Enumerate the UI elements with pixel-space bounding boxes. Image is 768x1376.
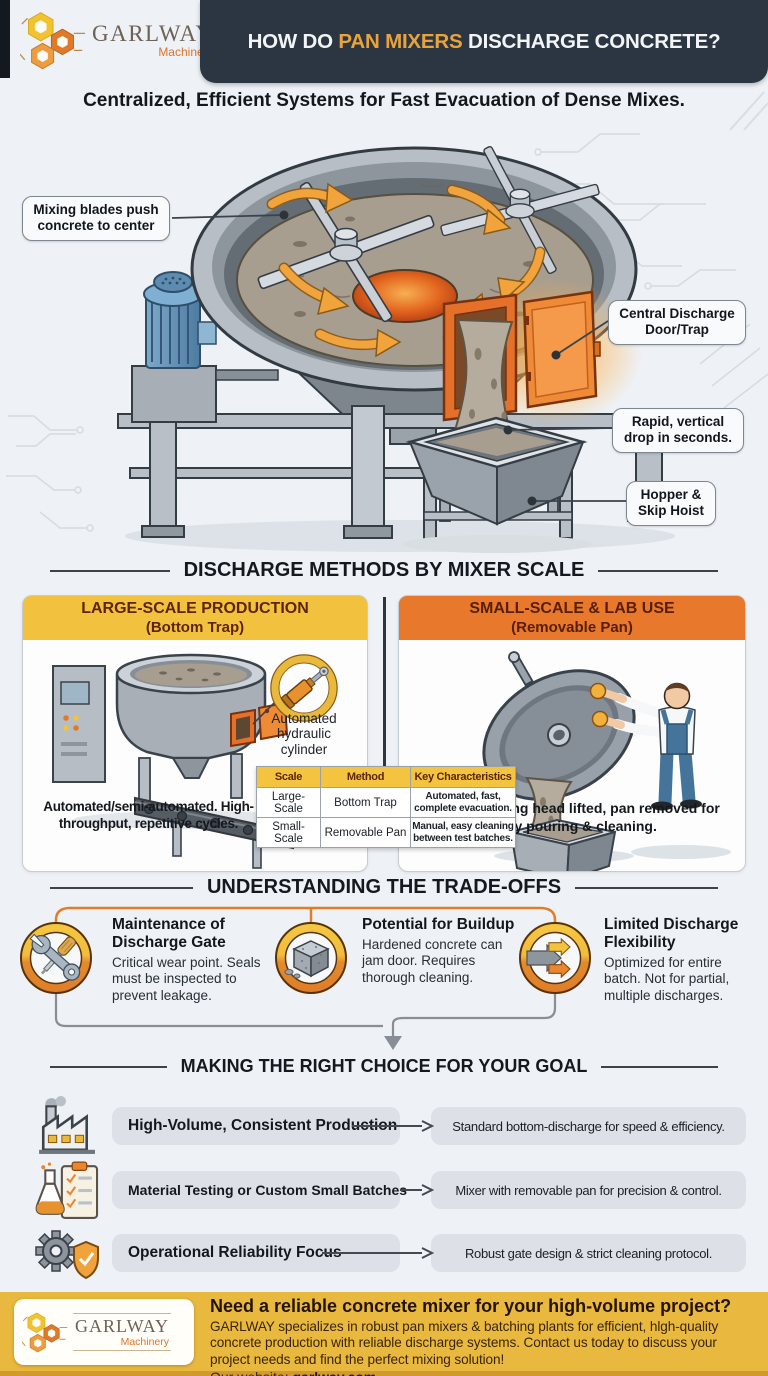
website-url: garlway.com	[292, 1369, 376, 1376]
right-arrow-icon	[352, 1120, 434, 1132]
sample-bucket	[509, 818, 617, 871]
choice-row-reliability: Operational Reliability Focus Robust gat…	[0, 1223, 768, 1283]
panel-small-scale: SMALL-SCALE & LAB USE (Removable Pan)	[398, 595, 746, 872]
footer-website-line: Our website: garlway.com	[210, 1369, 760, 1376]
right-arrow-icon	[322, 1247, 434, 1259]
footer-brand-name: GARLWAY	[75, 1316, 170, 1336]
title-pre: HOW DO	[247, 29, 339, 53]
table-header-characteristics: Key Characteristics	[410, 766, 516, 788]
section-title-choices: MAKING THE RIGHT CHOICE FOR YOUR GOAL	[0, 1056, 768, 1077]
panel-divider	[383, 597, 386, 769]
table-header-row: Scale Method Key Characteristics	[256, 766, 516, 788]
pan-mixer-diagram	[6, 133, 768, 553]
table-cell: Large-Scale	[256, 787, 321, 818]
down-arrow-icon	[384, 1036, 402, 1050]
choice-row-testing: Material Testing or Custom Small Batches…	[0, 1160, 768, 1220]
panel-small-scale-header: SMALL-SCALE & LAB USE (Removable Pan)	[399, 596, 745, 640]
mixing-blades-b	[440, 146, 600, 274]
title-highlight: PAN MIXERS	[338, 29, 463, 53]
footer-bottom-strip	[0, 1371, 768, 1376]
tradeoff-text: Optimized for entire batch. Not for part…	[604, 954, 730, 1003]
large-scale-illustration	[52, 653, 338, 869]
table-row: Small-Scale Removable Pan Manual, easy c…	[256, 817, 516, 848]
table-row: Large-Scale Bottom Trap Automated, fast,…	[256, 787, 516, 818]
section-title-discharge-methods: DISCHARGE METHODS BY MIXER SCALE	[0, 559, 768, 582]
hopper	[402, 416, 592, 553]
circuit-pattern-left	[6, 415, 94, 532]
tradeoff-text: Critical wear point. Seals must be inspe…	[112, 954, 261, 1003]
title-post: DISCHARGE CONCRETE?	[462, 29, 721, 53]
mixing-blades-a	[257, 181, 435, 323]
corner-decoration	[729, 91, 768, 130]
gear-shield-icon	[35, 1230, 99, 1280]
panel-small-scale-title: SMALL-SCALE & LAB USE	[469, 600, 675, 618]
tradeoff-title: Limited Discharge Flexibility	[604, 916, 739, 951]
tradeoff-maintenance: Maintenance of Discharge Gate Critical w…	[112, 916, 272, 1004]
callout-rapid-drop: Rapid, vertical drop in seconds.	[612, 408, 744, 453]
tradeoff-text: Hardened concrete can jam door. Requires…	[362, 936, 503, 985]
brand-subname: Machinery	[158, 45, 214, 59]
table-cell: Automated, fast, complete evacuation.	[410, 787, 516, 818]
hydraulic-cylinder-icon	[280, 666, 329, 709]
footer-headline: Need a reliable concrete mixer for your …	[210, 1296, 732, 1316]
website-label: Our website:	[210, 1369, 292, 1376]
discharge-arrows-icon	[519, 922, 591, 994]
right-arrow-icon	[400, 1184, 434, 1196]
recommendation-pill: Standard bottom-discharge for speed & ef…	[431, 1107, 746, 1145]
brand-name: GARLWAY	[92, 21, 214, 46]
tools-icon	[20, 922, 92, 994]
panel-large-scale-header: LARGE-SCALE PRODUCTION (Bottom Trap)	[23, 596, 367, 640]
panel-large-scale-title: LARGE-SCALE PRODUCTION	[81, 600, 309, 618]
tradeoffs-top-bracket	[54, 906, 557, 926]
lab-testing-icon	[35, 1161, 99, 1219]
tradeoff-title: Potential for Buildup	[362, 916, 515, 933]
leader-lines	[171, 214, 626, 502]
tradeoff-buildup: Potential for Buildup Hardened concrete …	[362, 916, 516, 986]
scale-method-table: Scale Method Key Characteristics Large-S…	[256, 766, 516, 848]
goal-pill: Material Testing or Custom Small Batches	[112, 1171, 407, 1209]
bottom-trap-mixer	[115, 653, 289, 805]
table-cell: Bottom Trap	[320, 787, 411, 818]
panel-small-scale-subtitle: (Removable Pan)	[511, 618, 633, 636]
callout-hopper: Hopper & Skip Hoist	[626, 481, 716, 526]
callout-mixing-blades: Mixing blades push concrete to center	[22, 196, 170, 241]
table-header-method: Method	[320, 766, 411, 788]
tradeoffs-bottom-bracket	[54, 993, 557, 1036]
tradeoff-title: Maintenance of Discharge Gate	[112, 916, 226, 951]
tradeoffs-graphics	[20, 906, 591, 1050]
mixer-motor	[131, 271, 279, 423]
footer-body: GARLWAY specializes in robust pan mixers…	[210, 1318, 719, 1367]
brand-logo: GARLWAY Machinery	[20, 5, 214, 75]
choice-row-production: High-Volume, Consistent Production Stand…	[0, 1096, 768, 1156]
hexagon-logo-icon	[22, 1312, 68, 1353]
tradeoff-flexibility: Limited Discharge Flexibility Optimized …	[604, 916, 762, 1004]
cylinder-label: Automated hydraulic cylinder	[271, 711, 337, 757]
hexagon-logo-icon	[20, 12, 86, 70]
table-cell: Small-Scale	[256, 817, 321, 848]
section-title-tradeoffs: UNDERSTANDING THE TRADE-OFFS	[0, 876, 768, 899]
header-edge-decoration	[0, 0, 10, 78]
page-title: HOW DO PAN MIXERS DISCHARGE CONCRETE?	[248, 30, 721, 54]
footer-logo-card: GARLWAY Machinery	[14, 1299, 194, 1365]
large-scale-caption: Automated/semi-automated. High-throughpu…	[43, 799, 254, 831]
panel-large-scale-subtitle: (Bottom Trap)	[145, 618, 245, 636]
leader-dots	[279, 210, 561, 506]
recommendation-pill: Mixer with removable pan for precision &…	[431, 1171, 746, 1209]
concrete-cube-icon	[275, 922, 347, 994]
table-cell: Removable Pan	[320, 817, 411, 848]
footer-brand-subname: Machinery	[120, 1336, 170, 1348]
table-cell: Manual, easy cleaning between test batch…	[410, 817, 516, 848]
control-cabinet	[52, 665, 106, 783]
page-subtitle: Centralized, Efficient Systems for Fast …	[83, 90, 685, 111]
footer-text: Need a reliable concrete mixer for your …	[210, 1296, 760, 1376]
hydraulic-cylinder-badge	[270, 654, 338, 722]
callout-discharge-door: Central Discharge Door/Trap	[608, 300, 746, 345]
worker-figure	[589, 682, 702, 811]
ground-shadow	[125, 520, 675, 552]
title-banner: HOW DO PAN MIXERS DISCHARGE CONCRETE?	[200, 0, 768, 83]
table-header-scale: Scale	[256, 766, 321, 788]
small-scale-illustration	[466, 651, 731, 871]
factory-icon	[39, 1096, 95, 1154]
recommendation-pill: Robust gate design & strict cleaning pro…	[431, 1234, 746, 1272]
